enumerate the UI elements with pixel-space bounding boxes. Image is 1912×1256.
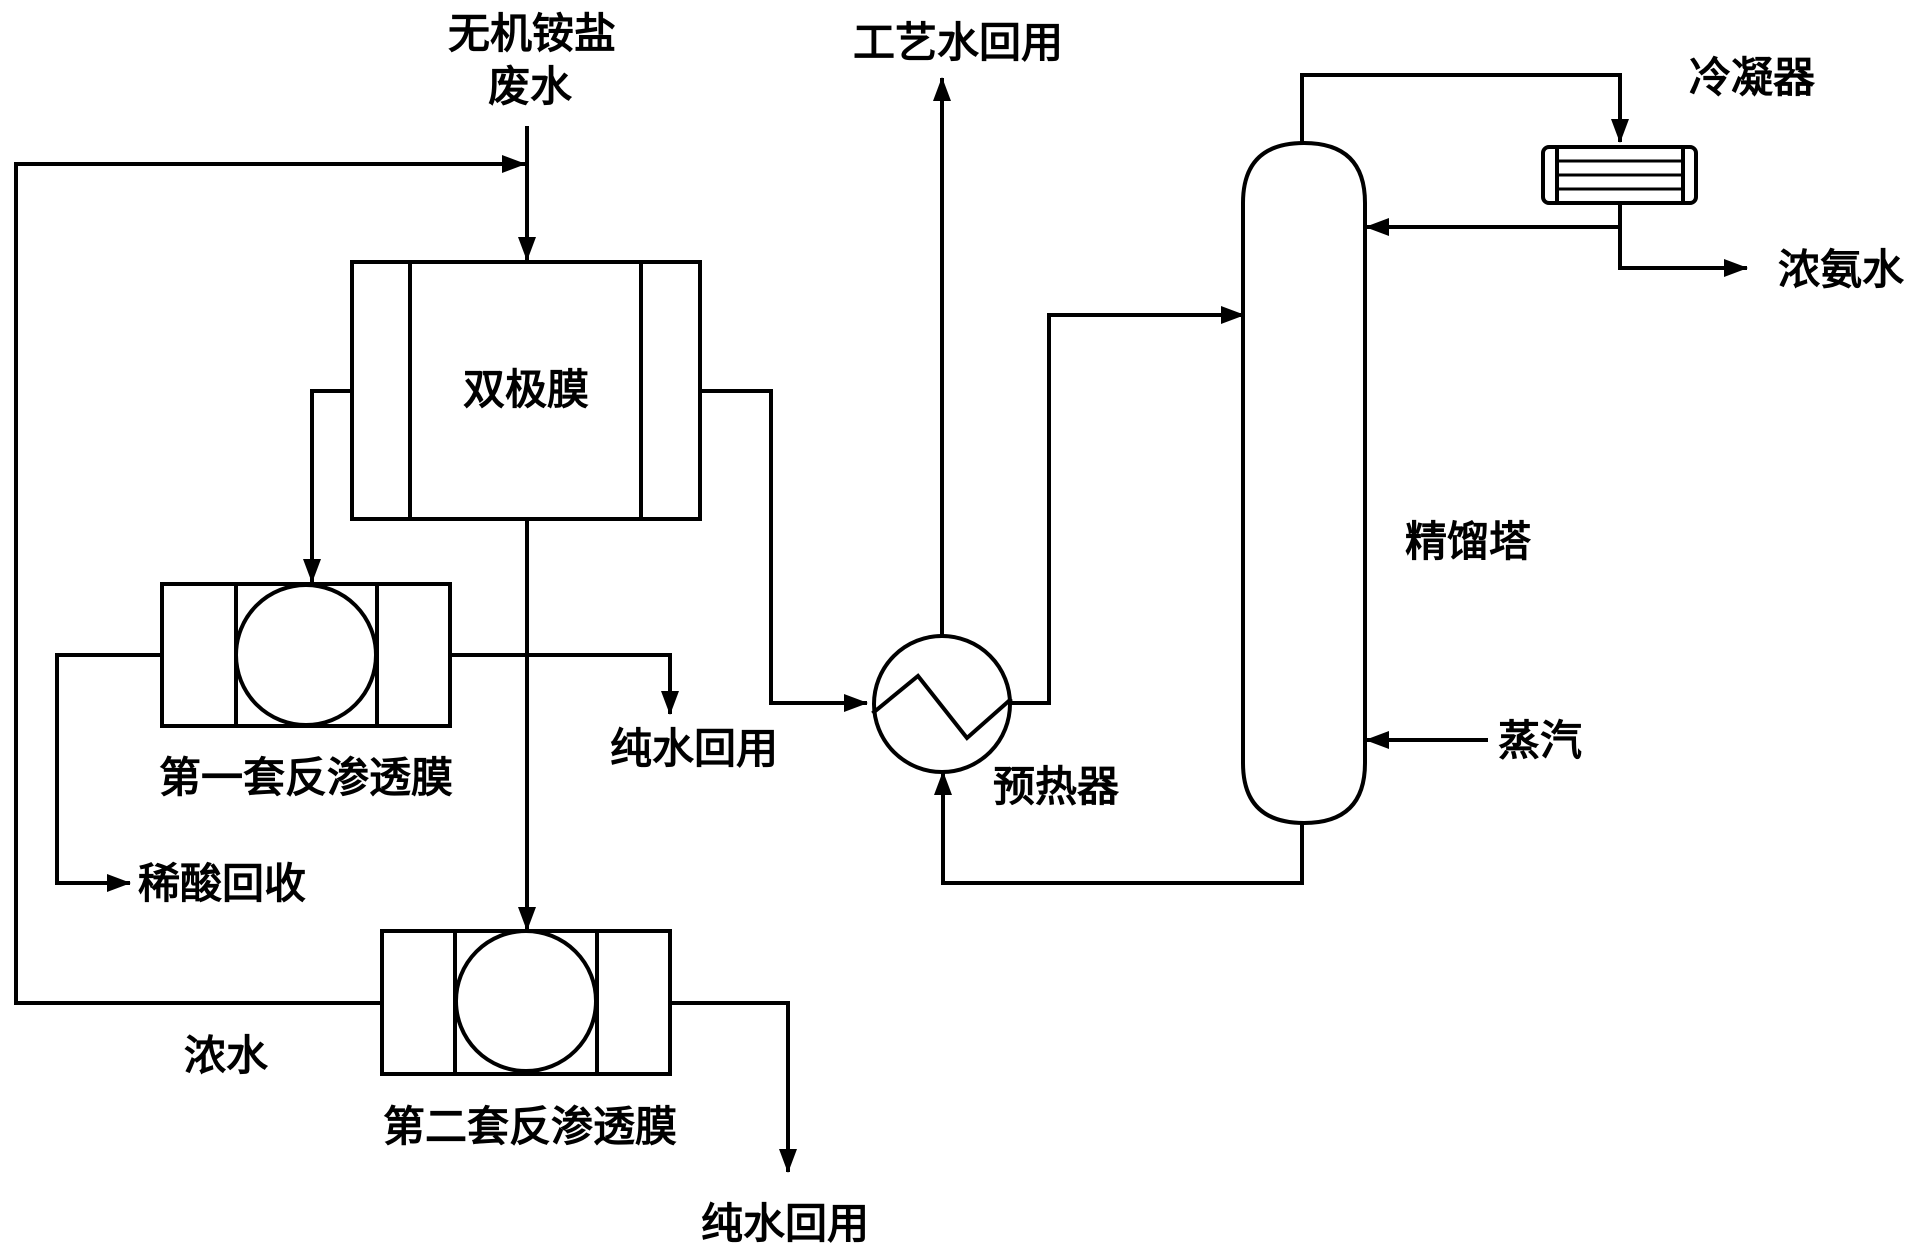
condenser (1541, 145, 1698, 205)
ro1-pure-water-line (448, 653, 679, 715)
ro1-dilute-acid-line (55, 653, 164, 892)
ro-unit-2 (380, 929, 672, 1076)
concentrate-recycle-line (14, 155, 526, 1005)
ro2-pure-water-line (668, 1001, 797, 1173)
steam-label: 蒸汽 (1498, 716, 1582, 765)
bipolar-membrane-unit (350, 260, 702, 521)
concentrate-label: 浓水 (184, 1031, 269, 1080)
reflux-line (1365, 203, 1622, 236)
pure-water-label-1: 纯水回用 (610, 724, 778, 773)
preheater-to-column-line (1008, 306, 1245, 705)
column-label: 精馏塔 (1405, 517, 1532, 566)
feed-label-line2: 废水 (488, 62, 573, 111)
preheater (871, 634, 1013, 774)
pure-water-label-2: 纯水回用 (701, 1199, 869, 1248)
ammonia-product-line (1618, 225, 1748, 277)
ro1-label: 第一套反渗透膜 (159, 753, 453, 802)
bipolar-membrane-label: 双极膜 (463, 365, 589, 414)
ammonia-label: 浓氨水 (1778, 245, 1905, 294)
process-water-label: 工艺水回用 (853, 18, 1063, 67)
feed-label-line1: 无机铵盐 (448, 9, 616, 58)
overhead-vapor-line (1300, 73, 1629, 145)
distillation-column (1241, 140, 1367, 826)
ro2-label: 第二套反渗透膜 (383, 1102, 677, 1151)
bipolar-to-preheater-line (698, 389, 868, 712)
dilute-acid-label: 稀酸回收 (138, 859, 306, 908)
condenser-label: 冷凝器 (1689, 53, 1816, 102)
column-bottoms-line (934, 771, 1304, 885)
preheater-label: 预热器 (993, 762, 1120, 811)
ro-unit-1 (160, 582, 452, 728)
bipolar-to-ro1-line (303, 389, 354, 583)
